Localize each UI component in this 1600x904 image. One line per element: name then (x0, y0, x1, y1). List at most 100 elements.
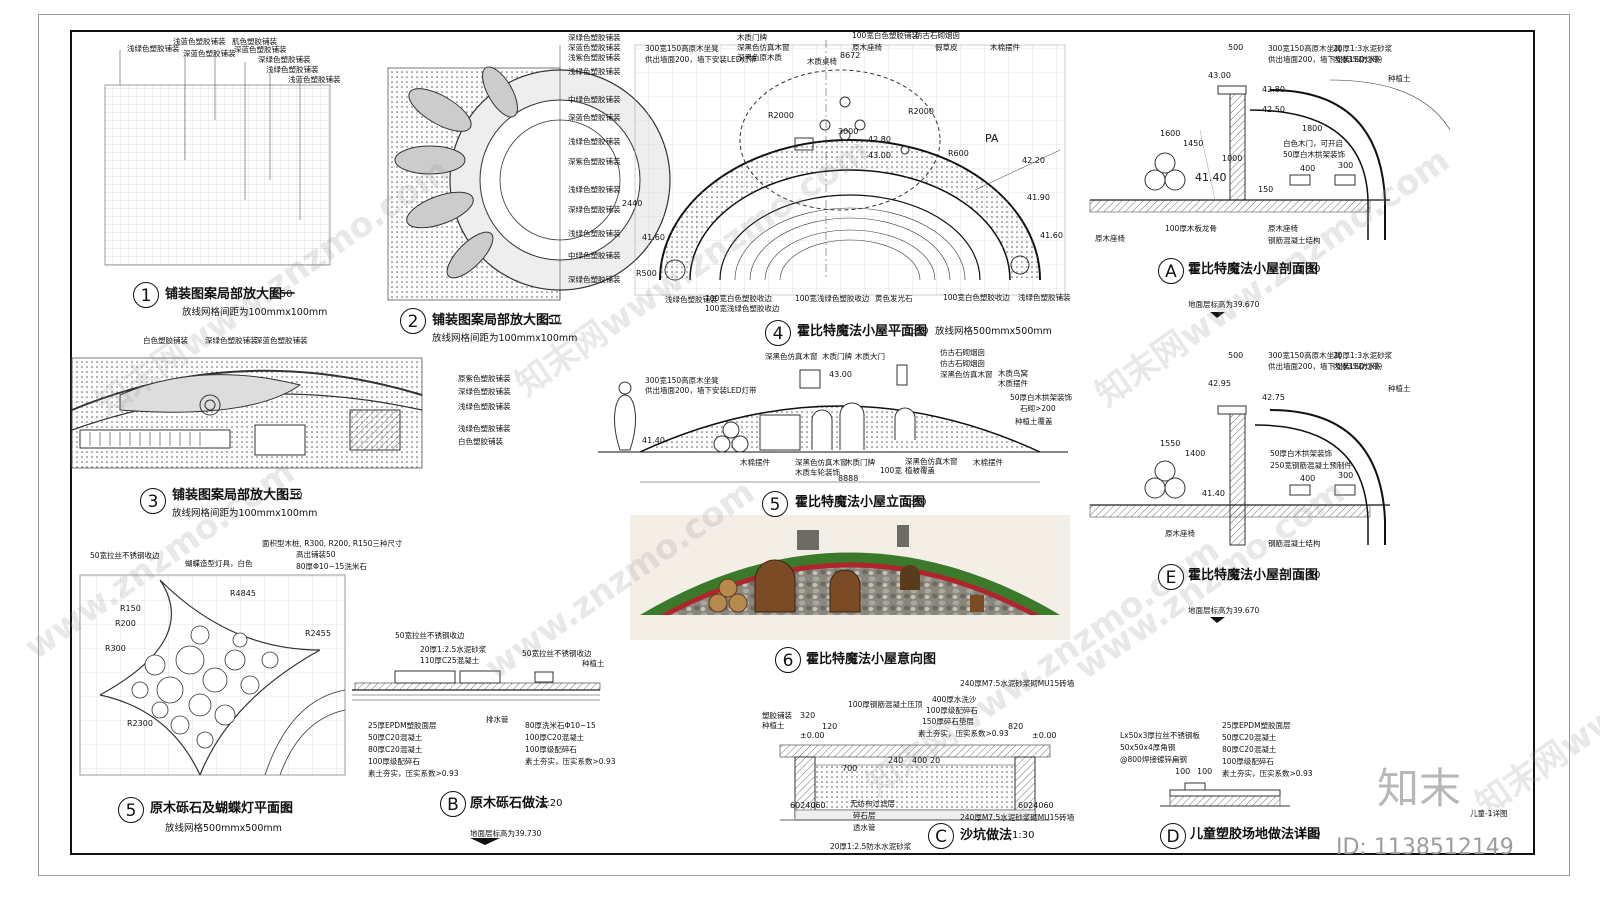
p5a-label: 深黑色仿真木窗 (795, 458, 848, 467)
panel-subtitle: 放线网格间距为100mmx100mm (182, 307, 328, 318)
p2-label: 浅绿色塑胶铺装 (568, 185, 621, 194)
p2-label: 深紫色塑胶铺装 (568, 157, 621, 166)
pB-right: 100厚C20混凝土 (525, 733, 585, 742)
p4-label: 原木座椅 (852, 43, 882, 52)
pC-dim: 820 (1008, 722, 1024, 731)
p5a-label: 仿古石砌烟囱 (940, 348, 985, 357)
pA-dim: 43.00 (1208, 71, 1231, 80)
p5a-label: 50厚白木拱架装饰 (1010, 393, 1073, 402)
p5a-label: 石砌>200 (1020, 404, 1056, 413)
pE-note: 20厚1:3水泥砂浆 (1333, 351, 1393, 360)
p5a-label: 木质摆件 (998, 379, 1028, 388)
panel-number: A (1158, 258, 1184, 284)
panel-scale: 1:20 (540, 798, 563, 809)
p1-label: 深蓝色塑胶铺装 (234, 45, 287, 54)
p3-label: 深绿色塑胶铺装 (205, 336, 258, 345)
pB-misc: 地面层标高为39.730 (470, 829, 542, 838)
p4-label: 300宽150高原木坐凳 (645, 44, 719, 53)
panel-number: 6 (775, 647, 801, 673)
panel-title: 铺装图案局部放大图一 (165, 287, 296, 302)
p4-label: 木质门牌 (737, 33, 767, 42)
pB-note: 50宽拉丝不锈钢收边 (395, 631, 465, 640)
p5a-label: 木质门牌 (845, 458, 875, 467)
p5a-label: 木质鸟窝 (998, 369, 1028, 378)
p3-label: 深蓝色塑胶铺装 (255, 336, 308, 345)
pE-dim: 1550 (1160, 439, 1181, 448)
p4-elev: 8672 (840, 51, 861, 60)
p5a-label: 木棉摆件 (973, 458, 1003, 467)
panel-scale: 1:50 (906, 326, 929, 337)
p4-label: 深黑色原木质 (737, 53, 782, 62)
panel-title: 霍比特魔法小屋意向图 (806, 652, 937, 667)
pE-dim: 300 (1338, 471, 1354, 480)
pA-dim: 150 (1258, 185, 1274, 194)
p5b-label: 面积型木桩, R300, R200, R150三种尺寸 (262, 539, 403, 548)
pC-bottom: 碎石层 (853, 811, 876, 820)
panel-number: 2 (400, 308, 426, 334)
panel-subtitle: 放线网格500mmx500mm (935, 326, 1052, 337)
panelA-section-drawing (1089, 79, 1451, 318)
p5a-dim: 8888 (838, 474, 859, 483)
pE-dim: 500 (1228, 351, 1244, 360)
panel-scale: 1:50 (270, 804, 293, 815)
p4-label: 供出墙面200，墙下安装LED灯带 (645, 55, 757, 64)
panel-number: 5 (762, 491, 788, 517)
p5a-label: 种植土覆盖 (1015, 417, 1053, 426)
p3-label: 白色塑胶铺装 (143, 336, 188, 345)
p5b-label: 50宽拉丝不锈钢收边 (90, 551, 160, 560)
p2-label: 深绿色塑胶铺装 (568, 205, 621, 214)
panel-title: 儿童塑胶场地做法详图 (1190, 827, 1321, 842)
pB-left: 50厚C20混凝土 (368, 733, 423, 742)
panel-number: 4 (765, 320, 791, 346)
pB-note: 110厚C25混凝土 (420, 656, 480, 665)
p4-elev: 42.20 (1022, 156, 1045, 165)
pC-dim: 6024060 (790, 801, 826, 810)
pC-dim: 120 (822, 722, 838, 731)
p2-label: 深绿色塑胶铺装 (568, 33, 621, 42)
panel-scale: 1:30 (1298, 264, 1321, 275)
p5a-dim: 41.40 (642, 436, 665, 445)
pE-note: 钢筋混凝土结构 (1268, 539, 1321, 548)
p5a-label: 仿古石砌烟囱 (940, 359, 985, 368)
panel-subtitle: 放线网格500mmx500mm (165, 823, 282, 834)
p1-label: 浅蓝色塑胶铺装 (173, 37, 226, 46)
panel-number: B (440, 791, 466, 817)
p4-label: 浅绿色塑胶铺装 (1018, 293, 1071, 302)
pD-left: Lx50x3厚拉丝不锈钢板 (1120, 731, 1200, 740)
pE-dim: 400 (1300, 474, 1316, 483)
pE-dim: 42.95 (1208, 379, 1231, 388)
p5a-dim: 43.00 (829, 370, 852, 379)
pD-note: 25厚EPDM塑胶面层 (1222, 721, 1291, 730)
pB-left: 素土夯实，压实系数>0.93 (368, 769, 459, 778)
p2-label: 浅绿色塑胶铺装 (568, 137, 621, 146)
pC-dim: 6024060 (1018, 801, 1054, 810)
p5a-label: 木质车轮装饰 (795, 468, 840, 477)
p1-label: 肌色塑胶铺装 (232, 37, 277, 46)
panel-subtitle: 放线网格间距为100mmx100mm (432, 333, 578, 344)
p2-label: 深蓝色塑胶铺装 (568, 43, 621, 52)
pA-note: 100厚木板龙骨 (1165, 224, 1217, 233)
panel-scale: 1:20 (1298, 829, 1321, 840)
pC-bottom: 240厚M7.5水泥砂浆砌MU15砖墙 (960, 813, 1075, 822)
pA-note: 20厚1:3水泥砂浆 (1333, 44, 1393, 53)
p2-label: 浅紫色塑胶铺装 (568, 53, 621, 62)
pC-note: 240厚M7.5水泥砂浆砌MU15砖墙 (960, 679, 1075, 688)
pD-note: 50厚C20混凝土 (1222, 733, 1277, 742)
pD-left: 50x50x4厚角钢 (1120, 743, 1176, 752)
p5b-dim: R2455 (305, 629, 331, 638)
pE-dim: 1400 (1185, 449, 1206, 458)
p5a-label: 300宽150高原木坐凳 (645, 376, 719, 385)
panel-number: 1 (133, 282, 159, 308)
p4-elev: 2440 (622, 199, 643, 208)
p2-label: 深绿色塑胶铺装 (568, 275, 621, 284)
pB-right: 素土夯实，压实系数>0.93 (525, 757, 616, 766)
pC-note: 400厚水洗沙 (932, 695, 977, 704)
panel-scale: 1:50 (904, 497, 927, 508)
panel-title: 铺装图案局部放大图二 (432, 313, 563, 328)
panel-scale: 1:50 (538, 315, 561, 326)
panelB-section-drawing (352, 670, 601, 845)
pA-dim: 1000 (1222, 154, 1243, 163)
pC-bottom: 无纺布过滤层 (850, 799, 895, 808)
p5a-label: 100宽 (880, 466, 902, 475)
pE-note: 300宽150高原木坐凳 (1268, 351, 1342, 360)
